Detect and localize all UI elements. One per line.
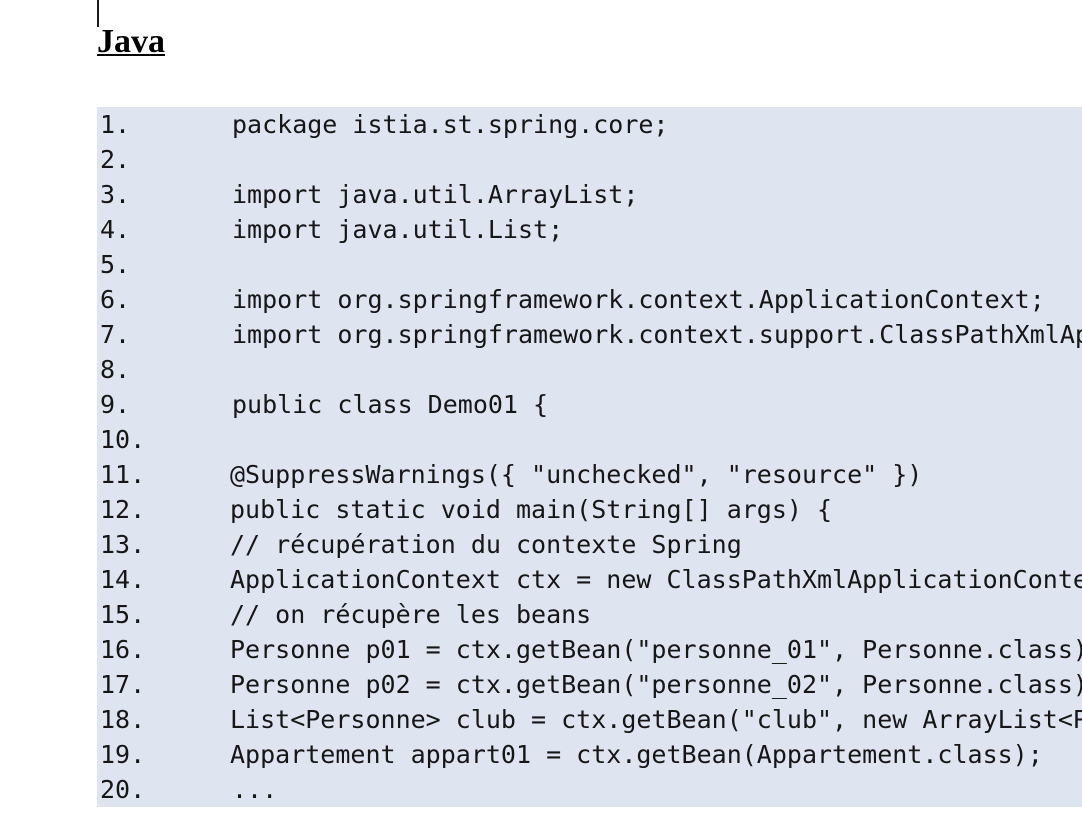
- code-line: 2.: [97, 142, 1082, 177]
- page-title: Java: [97, 23, 165, 60]
- line-number: 19.: [100, 740, 146, 769]
- line-number: 18.: [100, 705, 146, 734]
- line-number: 7.: [100, 320, 131, 349]
- line-number: 16.: [100, 635, 146, 664]
- code-line: 18. List<Personne> club = ctx.getBean("cl…: [97, 702, 1082, 737]
- code-line: 19. Appartement appart01 = ctx.getBean(Ap…: [97, 737, 1082, 772]
- line-number: 15.: [100, 600, 146, 629]
- code-line: 7. import org.springframework.context.sup…: [97, 317, 1082, 352]
- code-line: 4. import java.util.List;: [97, 212, 1082, 247]
- line-number: 12.: [100, 495, 146, 524]
- code-text: ...: [232, 775, 278, 804]
- code-line: 13. // récupération du contexte Spring: [97, 527, 1082, 562]
- code-text: @SuppressWarnings({ "unchecked", "resour…: [230, 460, 923, 489]
- code-text: public static void main(String[] args) {: [230, 495, 833, 524]
- line-number: 9.: [100, 390, 131, 419]
- line-number: 17.: [100, 670, 146, 699]
- code-text: ApplicationContext ctx = new ClassPathXm…: [230, 565, 1082, 594]
- code-line: 16. Personne p01 = ctx.getBean("personne_…: [97, 632, 1082, 667]
- code-text: Personne p02 = ctx.getBean("personne_02"…: [230, 670, 1082, 699]
- code-text: import java.util.List;: [232, 215, 564, 244]
- code-line: 20....: [97, 772, 1082, 807]
- line-number: 11.: [100, 460, 146, 489]
- code-line: 9. public class Demo01 {: [97, 387, 1082, 422]
- line-number: 14.: [100, 565, 146, 594]
- code-line: 3. import java.util.ArrayList;: [97, 177, 1082, 212]
- line-number: 10.: [100, 425, 146, 454]
- code-line: 11. @SuppressWarnings({ "unchecked", "res…: [97, 457, 1082, 492]
- line-number: 2.: [100, 145, 131, 174]
- code-text: import java.util.ArrayList;: [232, 180, 639, 209]
- code-line: 15. // on récupère les beans: [97, 597, 1082, 632]
- code-line: 17. Personne p02 = ctx.getBean("personne_…: [97, 667, 1082, 702]
- line-number: 20.: [100, 775, 146, 804]
- code-line: 10.: [97, 422, 1082, 457]
- code-listing: 1. package istia.st.spring.core; 2. 3. impor…: [97, 107, 1082, 807]
- line-number: 3.: [100, 180, 131, 209]
- code-text: import org.springframework.context.suppo…: [232, 320, 1082, 349]
- line-number: 8.: [100, 355, 131, 384]
- code-line: 12. public static void main(String[] args…: [97, 492, 1082, 527]
- code-text: import org.springframework.context.Appli…: [232, 285, 1045, 314]
- line-number: 13.: [100, 530, 146, 559]
- code-text: package istia.st.spring.core;: [232, 110, 669, 139]
- code-text: Personne p01 = ctx.getBean("personne_01"…: [230, 635, 1082, 664]
- code-line: 8.: [97, 352, 1082, 387]
- code-text: Appartement appart01 = ctx.getBean(Appar…: [230, 740, 1043, 769]
- line-number: 5.: [100, 250, 131, 279]
- code-text: public class Demo01 {: [232, 390, 549, 419]
- code-text: // récupération du contexte Spring: [230, 530, 742, 559]
- line-number: 1.: [100, 110, 131, 139]
- code-line: 1. package istia.st.spring.core;: [97, 107, 1082, 142]
- line-number: 6.: [100, 285, 131, 314]
- code-line: 6. import org.springframework.context.App…: [97, 282, 1082, 317]
- text-caret: [97, 0, 99, 27]
- code-line: 5.: [97, 247, 1082, 282]
- code-line: 14. ApplicationContext ctx = new ClassPat…: [97, 562, 1082, 597]
- line-number: 4.: [100, 215, 131, 244]
- code-text: List<Personne> club = ctx.getBean("club"…: [230, 705, 1082, 734]
- code-text: // on récupère les beans: [230, 600, 592, 629]
